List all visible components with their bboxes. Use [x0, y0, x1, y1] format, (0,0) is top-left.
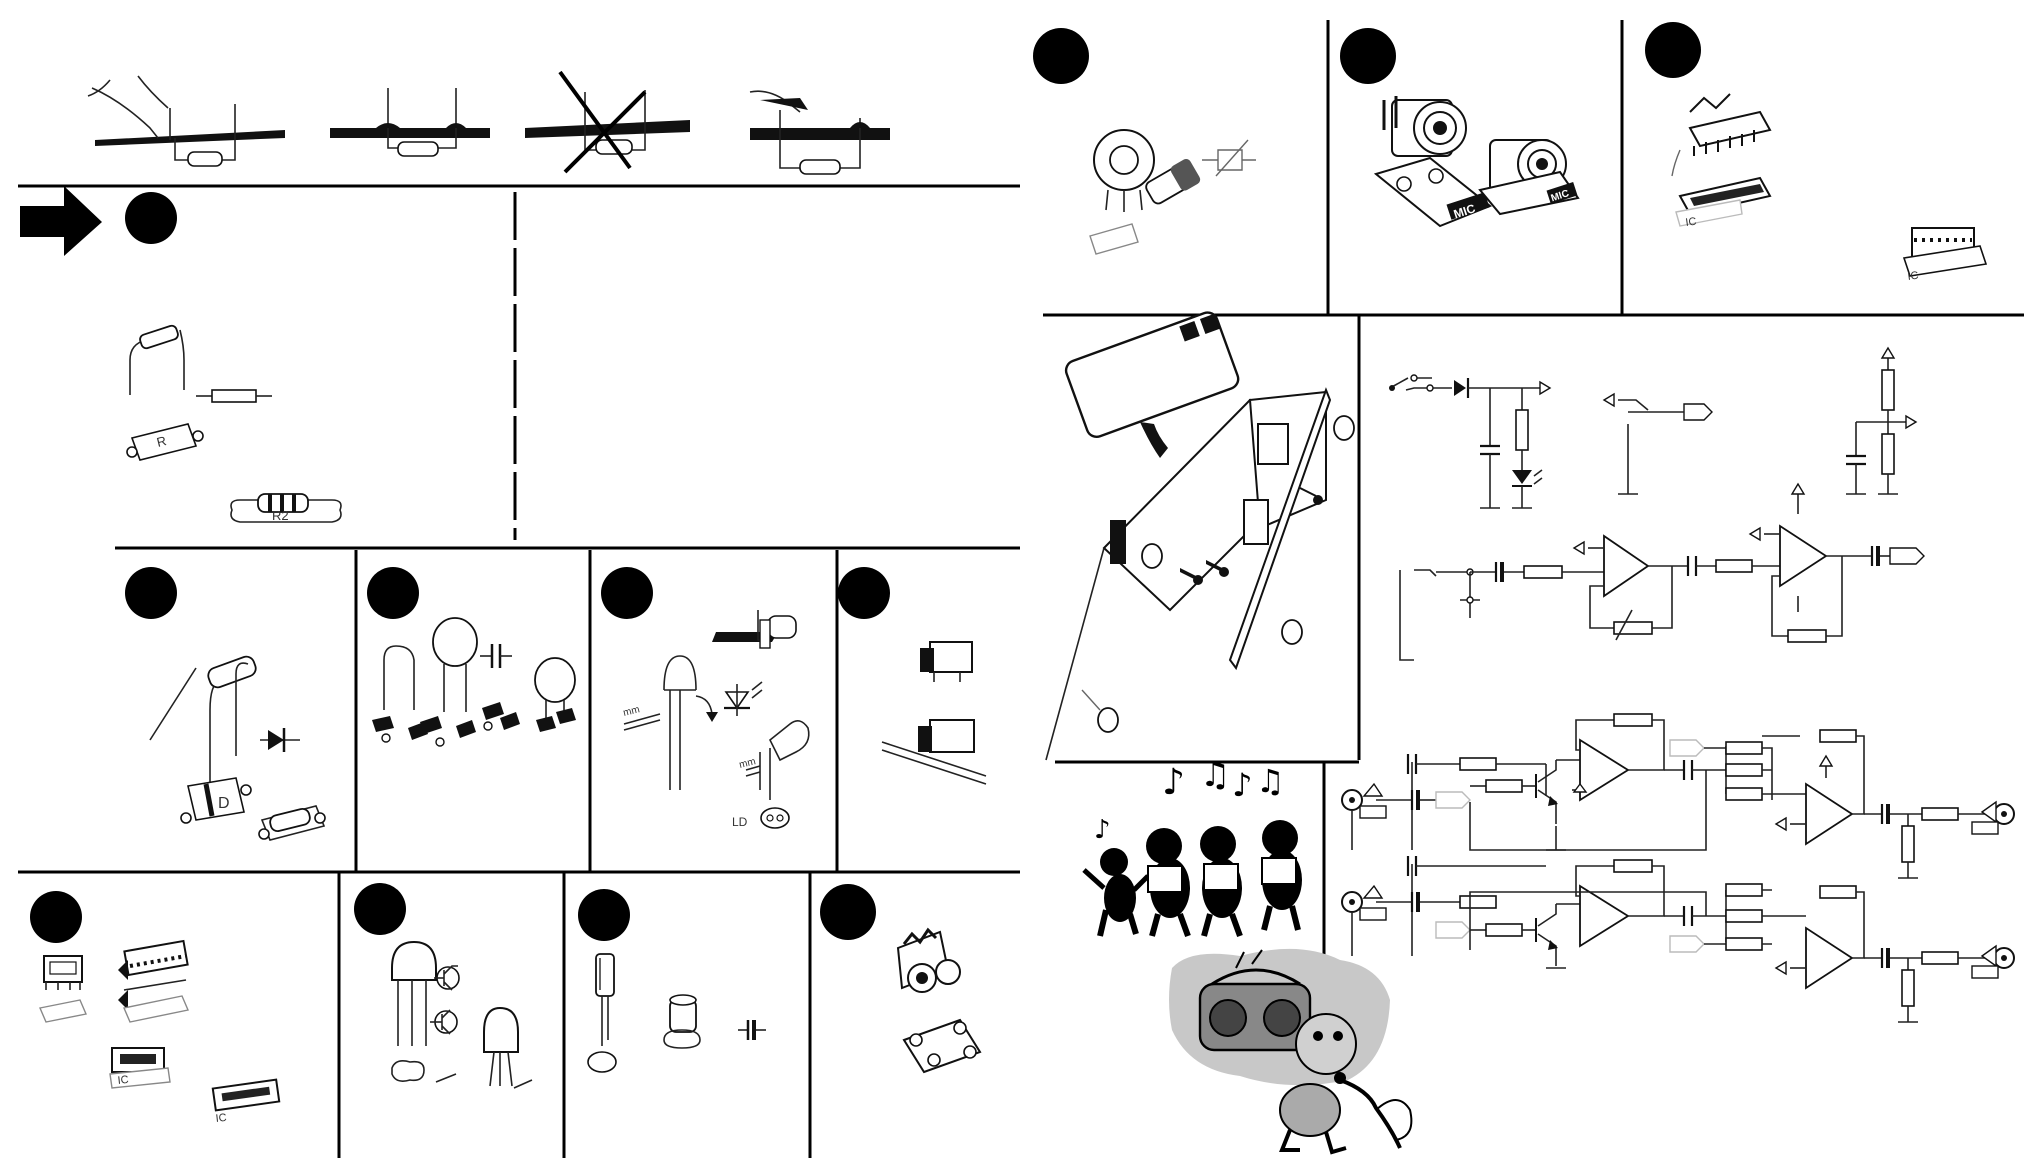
- step-marker-5: [838, 567, 890, 619]
- transistor-symbol-1: [434, 966, 459, 990]
- step-ic-socket: IC IC: [40, 941, 279, 1125]
- step-electrolytic-capacitor: [588, 954, 766, 1072]
- svg-text:♪: ♪: [1162, 762, 1185, 803]
- transistor-symbol-2: [430, 1010, 457, 1034]
- step-battery-enclosure: [1046, 310, 1354, 760]
- step-mic-jack: MIC MIC: [1376, 96, 1578, 226]
- schematic-mic-preamp: [1400, 484, 1924, 660]
- step-marker-7: [354, 883, 406, 935]
- schematic-mixer-channel-2: [1342, 856, 1772, 968]
- led-bent: mm LD: [732, 721, 809, 829]
- solder-step-correct-2: [330, 88, 490, 156]
- svg-text:♫: ♫: [1256, 762, 1285, 800]
- arrow-right-icon: [20, 186, 102, 256]
- ic-mark-4: IC: [1907, 270, 1920, 283]
- step-led: mm mm LD: [622, 610, 809, 829]
- step-transistor: [392, 942, 532, 1088]
- mic-jack-1: MIC: [1376, 96, 1490, 226]
- step-resistor: R R2: [127, 324, 341, 523]
- led-mark: LD: [732, 815, 748, 829]
- svg-text:♫: ♫: [1200, 755, 1230, 795]
- resistor-reference: R2: [272, 508, 289, 523]
- svg-text:♪: ♪: [1232, 766, 1252, 804]
- step-ceramic-capacitor: [372, 618, 576, 746]
- step-diode: D: [150, 654, 325, 840]
- step-marker-8: [578, 889, 630, 941]
- step-marker-9: [820, 884, 876, 940]
- solder-step-wrong: [525, 72, 690, 172]
- soldering-technique-row: [88, 72, 890, 174]
- step-ic-insertion: IC IC: [1672, 94, 1986, 283]
- mic-jack-2: MIC: [1480, 140, 1578, 214]
- step-marker-11: [1340, 28, 1396, 84]
- singer-4: [1262, 820, 1302, 930]
- svg-text:♪: ♪: [1094, 815, 1111, 845]
- singer-1: [1084, 848, 1148, 936]
- singer-3: [1200, 826, 1242, 936]
- ic-mark-3: IC: [1685, 216, 1698, 229]
- cartoon-boombox-kid: [1169, 949, 1411, 1152]
- solder-step-correct-3: [750, 91, 890, 174]
- battery: [1063, 310, 1241, 440]
- ic-mark-2: IC: [215, 1112, 227, 1125]
- led-panel-mount: [712, 610, 796, 648]
- step-marker-10: [1033, 28, 1089, 84]
- ic-mark: IC: [117, 1074, 129, 1087]
- step-marker-3: [367, 567, 419, 619]
- schematic-bias-switch: [1604, 394, 1712, 494]
- step-marker-4: [601, 567, 653, 619]
- led-mm-mark-2: mm: [738, 756, 757, 771]
- step-potentiometer: [1090, 130, 1256, 254]
- schematic-voltage-divider: [1846, 348, 1916, 494]
- step-jack-board: [898, 930, 980, 1072]
- diode-footprint: [259, 806, 325, 840]
- music-notes-icon: ♪ ♫ ♪ ♫ ♪: [1094, 755, 1285, 845]
- step-marker-1: [125, 192, 177, 244]
- step-switch: [882, 642, 986, 784]
- step-marker-2: [125, 567, 177, 619]
- singer-2: [1146, 828, 1190, 936]
- step-marker-6: [30, 891, 82, 943]
- solder-step-correct-1: [88, 76, 285, 166]
- resistor-footprint: R2: [231, 494, 341, 523]
- step-marker-12: [1645, 22, 1701, 78]
- schematic-power-section: [1389, 375, 1550, 508]
- led-mm-mark: mm: [622, 704, 641, 719]
- schematic-mixer-channel-1: [1342, 714, 1772, 850]
- diode-mark: D: [218, 795, 230, 812]
